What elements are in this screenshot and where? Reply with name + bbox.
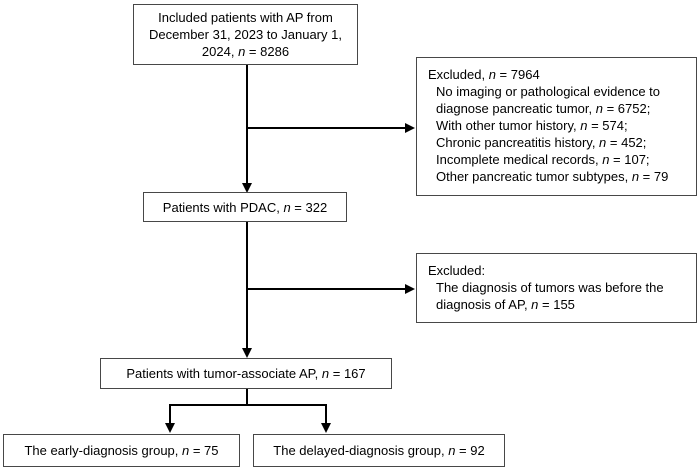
arrowhead-down-early-icon (165, 423, 175, 433)
excluded1-items: No imaging or pathological evidence to d… (436, 83, 690, 185)
excluded1-item: Incomplete medical records, n = 107; (436, 152, 650, 167)
excluded1-item: Chronic pancreatitis history, n = 452; (436, 135, 647, 150)
connector-to-excluded-reasons (246, 127, 407, 129)
excluded-reasons-box: Excluded, n = 7964 No imaging or patholo… (416, 57, 697, 196)
excluded-before-ap-box: Excluded: The diagnosis of tumors was be… (416, 253, 697, 323)
tumor-ap-label: Patients with tumor-associate AP, n = 16… (126, 366, 366, 381)
connector-to-delayed-group (325, 404, 327, 424)
early-diagnosis-group-box: The early-diagnosis group, n = 75 (3, 434, 240, 467)
included-line-1: Included patients with AP from (158, 10, 333, 25)
connector-tumor-ap-stem (246, 389, 248, 405)
excluded2-item: diagnosis of AP, n = 155 (436, 297, 575, 312)
included-line-3: 2024, n = 8286 (201, 44, 290, 59)
arrowhead-right-excluded2-icon (405, 284, 415, 294)
connector-included-to-pdac (246, 65, 248, 185)
delayed-group-label: The delayed-diagnosis group, n = 92 (273, 443, 485, 458)
excluded1-header: Excluded, n = 7964 (428, 67, 540, 82)
arrowhead-down-delayed-icon (321, 423, 331, 433)
excluded1-item: No imaging or pathological evidence to (436, 84, 661, 99)
delayed-diagnosis-group-box: The delayed-diagnosis group, n = 92 (253, 434, 505, 467)
pdac-label: Patients with PDAC, n = 322 (162, 199, 328, 215)
tumor-associate-ap-box: Patients with tumor-associate AP, n = 16… (100, 358, 392, 389)
included-patients-box: Included patients with AP from December … (133, 4, 358, 65)
excluded2-items: The diagnosis of tumors was before the d… (436, 279, 690, 313)
connector-split-horizontal (169, 404, 326, 406)
excluded1-item: With other tumor history, n = 574; (436, 118, 628, 133)
connector-pdac-to-tumor-ap (246, 222, 248, 350)
included-line-2: December 31, 2023 to January 1, (149, 27, 342, 42)
excluded2-header: Excluded: (428, 263, 486, 278)
excluded1-item: Other pancreatic tumor subtypes, n = 79 (436, 169, 669, 184)
early-group-label: The early-diagnosis group, n = 75 (24, 443, 219, 458)
arrowhead-down-tumor-ap-icon (242, 348, 252, 358)
excluded2-item: The diagnosis of tumors was before the (436, 280, 664, 295)
connector-to-excluded-before-ap (246, 288, 407, 290)
excluded1-item: diagnose pancreatic tumor, n = 6752; (436, 101, 651, 116)
arrowhead-down-pdac-icon (242, 183, 252, 193)
connector-to-early-group (169, 404, 171, 424)
arrowhead-right-excluded1-icon (405, 123, 415, 133)
pdac-box: Patients with PDAC, n = 322 (143, 192, 347, 222)
